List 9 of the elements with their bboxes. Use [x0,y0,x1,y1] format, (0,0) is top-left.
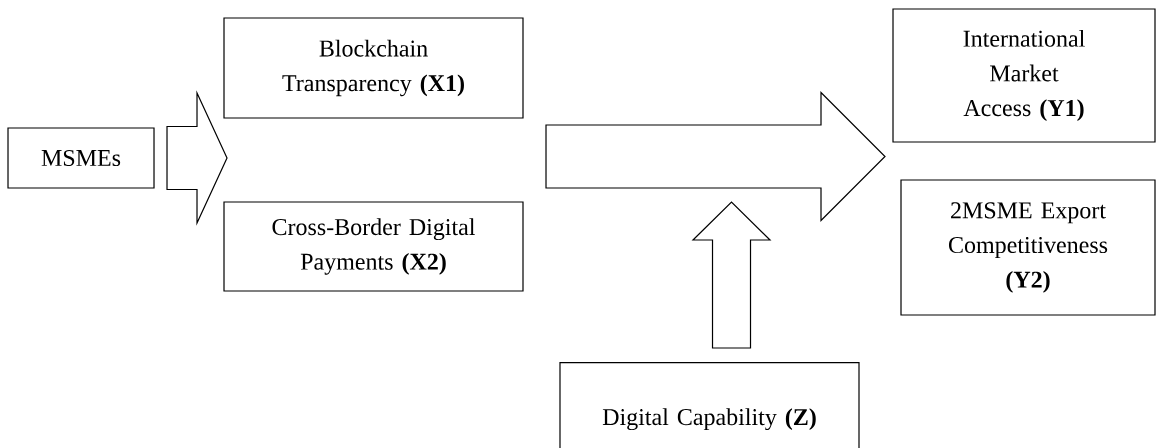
text-box: Digital Capability (Z) [559,362,860,448]
text-box: Blockchain Transparency (X1) [223,17,524,119]
text-box: MSMEs [7,127,155,189]
text-box: 2MSME Export Competitiveness (Y2) [900,179,1156,316]
text-box: Cross-Border Digital Payments (X2) [223,201,524,292]
text-box: International Market Access (Y1) [892,8,1156,143]
block-arrow [691,201,772,349]
block-arrow [545,91,886,222]
block-arrow [166,90,228,226]
